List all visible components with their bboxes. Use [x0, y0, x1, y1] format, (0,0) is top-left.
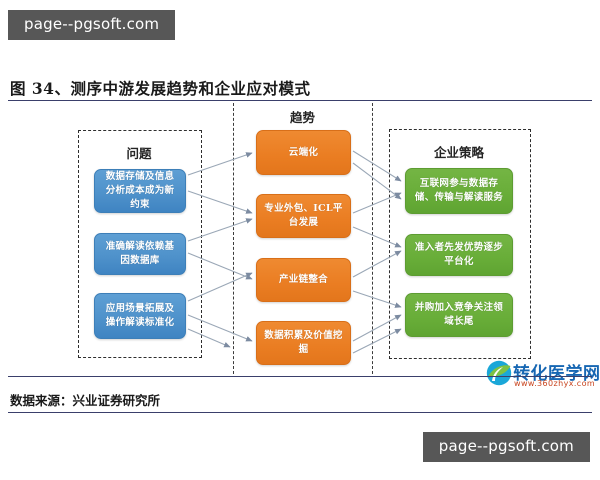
watermark-top-left: page--pgsoft.com	[8, 10, 176, 40]
source-note: 数据来源：兴业证券研究所	[10, 393, 161, 408]
column-title-trends: 趋势	[289, 110, 315, 125]
node-trend-4[interactable]: 数据积累及价值挖掘	[256, 321, 351, 365]
node-problem-2[interactable]: 准确解读依赖基因数据库	[94, 233, 186, 275]
lane-separator-right	[372, 103, 373, 374]
leaf-logo-icon	[486, 360, 512, 386]
node-problem-1[interactable]: 数据存储及信息分析成本成为新约束	[94, 169, 186, 213]
source-rule-top	[8, 376, 592, 377]
node-problem-3[interactable]: 应用场景拓展及操作解读标准化	[94, 293, 186, 339]
source-rule-bottom	[8, 412, 592, 413]
node-trend-1[interactable]: 云端化	[256, 130, 351, 175]
diagram-canvas: 问题 趋势 企业策略 数据存储及信息	[0, 101, 600, 376]
node-strategy-2[interactable]: 准入者先发优势逐步平台化	[405, 234, 513, 276]
column-title-strategies: 企业策略	[433, 145, 484, 160]
node-trend-3[interactable]: 产业链整合	[256, 258, 351, 302]
logo-url: www.360zhyx.com	[514, 379, 596, 388]
lane-separator-left	[233, 103, 234, 374]
node-strategy-3[interactable]: 并购加入竞争关注领域长尾	[405, 293, 513, 337]
title-rule-top	[8, 100, 592, 101]
column-title-problems: 问题	[126, 146, 152, 161]
logo-name: 转化医学网	[513, 364, 600, 384]
node-trend-2[interactable]: 专业外包、ICL平台发展	[256, 194, 351, 238]
panel-problems	[78, 130, 202, 358]
site-logo: 转化医学网 www.360zhyx.com	[486, 358, 600, 392]
watermark-bottom-right: page--pgsoft.com	[422, 432, 590, 462]
node-strategy-1[interactable]: 互联网参与数据存储、传输与解读服务	[405, 168, 513, 214]
figure-title: 图 34、测序中游发展趋势和企业应对模式	[10, 79, 311, 98]
